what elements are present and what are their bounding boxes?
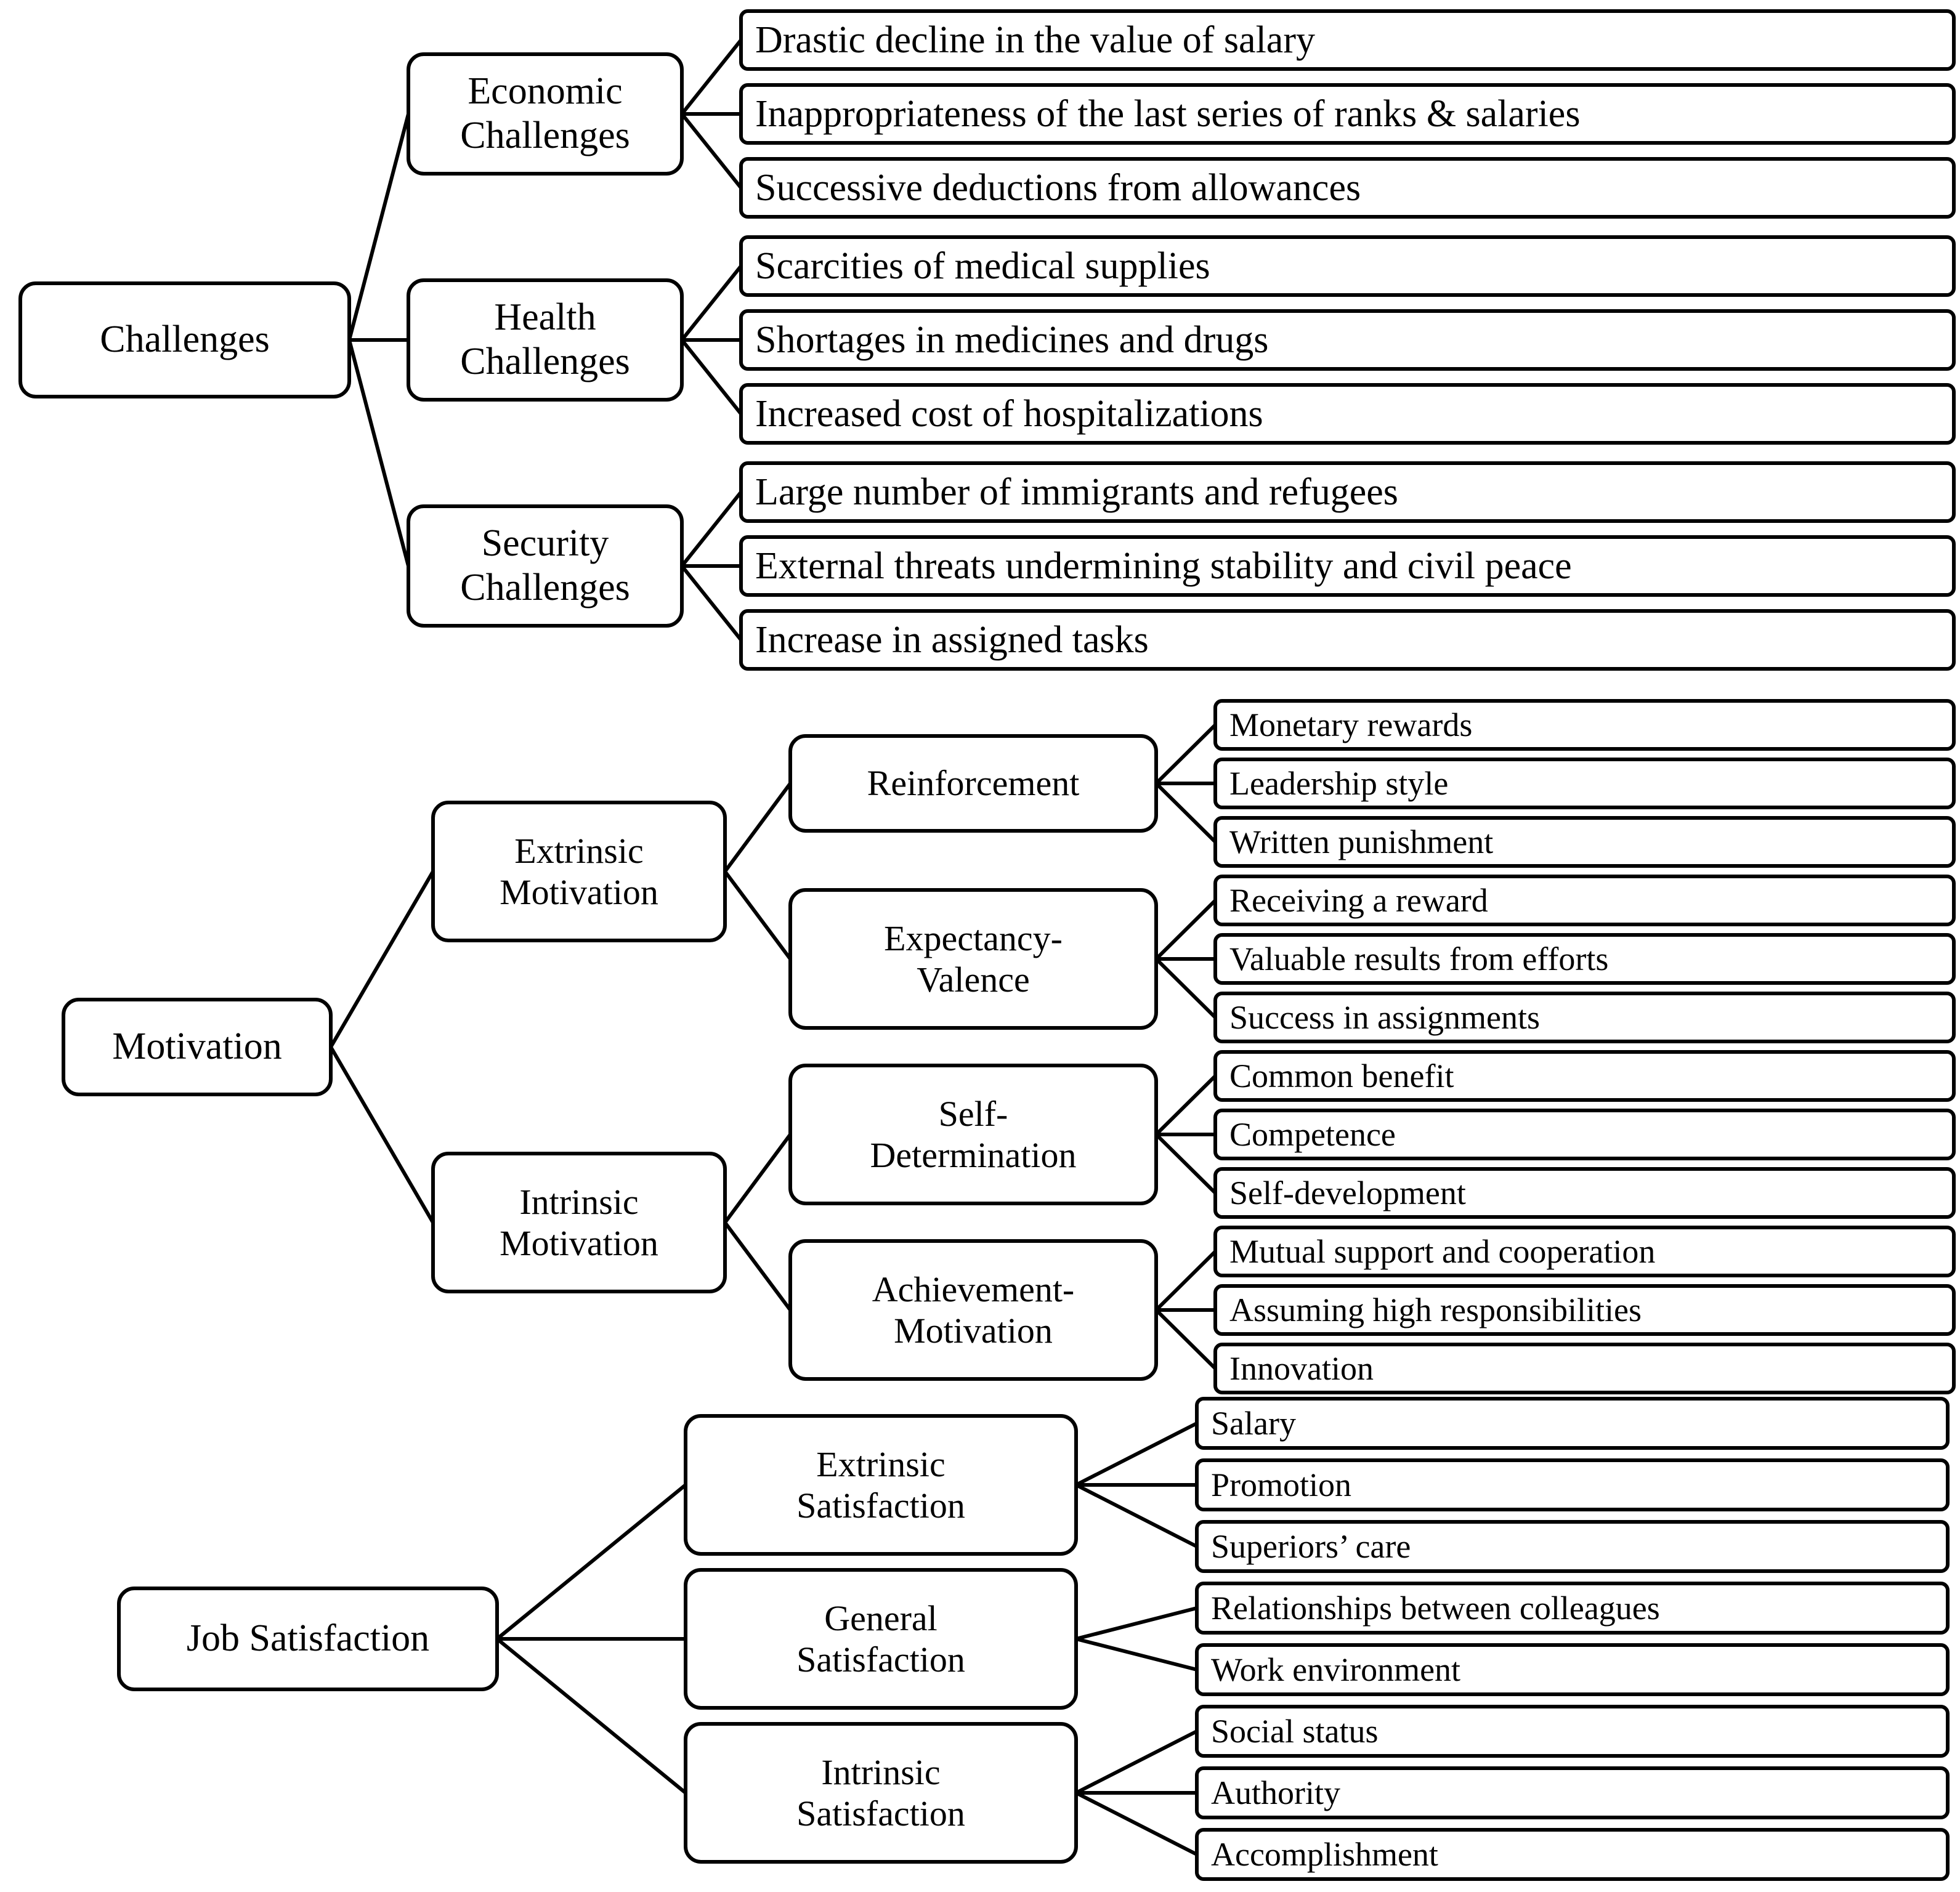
connector-line xyxy=(723,782,792,873)
leaf-inappropriateness-of-the-last-series-of-ranks-sa: Inappropriateness of the last series of … xyxy=(739,83,1956,145)
connector-line xyxy=(680,113,743,189)
node-general-satisfaction: General Satisfaction xyxy=(684,1568,1078,1710)
leaf-innovation: Innovation xyxy=(1213,1343,1956,1394)
connector-line xyxy=(329,870,435,1048)
connector-line xyxy=(1154,1250,1217,1312)
connector-line xyxy=(1154,782,1217,844)
leaf-relationships-between-colleagues: Relationships between colleagues xyxy=(1195,1582,1950,1635)
node-expectancy-valence: Expectancy- Valence xyxy=(788,888,1158,1030)
node-economic-challenges: Economic Challenges xyxy=(407,52,684,176)
leaf-increased-cost-of-hospitalizations: Increased cost of hospitalizations xyxy=(739,383,1956,445)
node-health-challenges: Health Challenges xyxy=(407,278,684,402)
connector-line xyxy=(1154,1074,1217,1136)
node-extrinsic-motivation: Extrinsic Motivation xyxy=(431,801,727,942)
connector-line xyxy=(1075,1606,1197,1641)
leaf-external-threats-undermining-stability-and-civil: External threats undermining stability a… xyxy=(739,535,1956,597)
leaf-success-in-assignments: Success in assignments xyxy=(1213,992,1956,1043)
root-motivation: Motivation xyxy=(62,998,333,1096)
connector-line xyxy=(680,491,743,567)
leaf-common-benefit: Common benefit xyxy=(1213,1050,1956,1102)
connector-line xyxy=(680,339,743,415)
node-reinforcement: Reinforcement xyxy=(788,734,1158,833)
leaf-shortages-in-medicines-and-drugs: Shortages in medicines and drugs xyxy=(739,309,1956,371)
leaf-superiors-care: Superiors’ care xyxy=(1195,1520,1950,1573)
connector-line xyxy=(1075,1791,1198,1856)
node-achievement-motivation: Achievement- Motivation xyxy=(788,1239,1158,1381)
node-extrinsic-satisfaction: Extrinsic Satisfaction xyxy=(684,1414,1078,1556)
leaf-competence: Competence xyxy=(1213,1109,1956,1160)
node-intrinsic-satisfaction: Intrinsic Satisfaction xyxy=(684,1722,1078,1864)
leaf-increase-in-assigned-tasks: Increase in assigned tasks xyxy=(739,609,1956,671)
leaf-leadership-style: Leadership style xyxy=(1213,758,1956,809)
leaf-successive-deductions-from-allowances: Successive deductions from allowances xyxy=(739,157,1956,219)
leaf-monetary-rewards: Monetary rewards xyxy=(1213,699,1956,751)
node-security-challenges: Security Challenges xyxy=(407,504,684,628)
connector-line xyxy=(1154,899,1217,961)
root-job-satisfaction: Job Satisfaction xyxy=(117,1587,499,1691)
connector-line xyxy=(680,265,743,341)
leaf-large-number-of-immigrants-and-refugees: Large number of immigrants and refugees xyxy=(739,461,1956,523)
connector-line xyxy=(680,39,743,115)
connector-line xyxy=(347,113,410,341)
connector-line xyxy=(329,1046,435,1224)
connector-line xyxy=(1154,957,1217,1019)
leaf-scarcities-of-medical-supplies: Scarcities of medical supplies xyxy=(739,235,1956,297)
leaf-written-punishment: Written punishment xyxy=(1213,816,1956,868)
leaf-promotion: Promotion xyxy=(1195,1458,1950,1511)
leaf-authority: Authority xyxy=(1195,1766,1950,1819)
node-self-determination: Self- Determination xyxy=(788,1064,1158,1205)
leaf-assuming-high-responsibilities: Assuming high responsibilities xyxy=(1213,1284,1956,1336)
leaf-salary: Salary xyxy=(1195,1397,1950,1450)
connector-line xyxy=(1154,1133,1217,1195)
connector-line xyxy=(1075,1483,1198,1548)
connector-line xyxy=(496,1637,687,1795)
leaf-mutual-support-and-cooperation: Mutual support and cooperation xyxy=(1213,1226,1956,1277)
connector-line xyxy=(1075,1637,1197,1672)
leaf-self-development: Self-development xyxy=(1213,1167,1956,1219)
leaf-work-environment: Work environment xyxy=(1195,1643,1950,1696)
connector-line xyxy=(347,339,410,567)
connector-line xyxy=(723,1221,792,1311)
connector-line xyxy=(680,565,743,641)
root-challenges: Challenges xyxy=(18,281,351,398)
leaf-drastic-decline-in-the-value-of-salary: Drastic decline in the value of salary xyxy=(739,9,1956,71)
connector-line xyxy=(1075,1421,1198,1487)
connector-line xyxy=(723,870,792,960)
connector-line xyxy=(1154,1308,1217,1370)
leaf-accomplishment: Accomplishment xyxy=(1195,1828,1950,1881)
connector-line xyxy=(496,1483,687,1641)
node-intrinsic-motivation: Intrinsic Motivation xyxy=(431,1152,727,1293)
connector-line xyxy=(723,1133,792,1224)
connector-line xyxy=(1075,1729,1198,1795)
leaf-social-status: Social status xyxy=(1195,1705,1950,1758)
leaf-valuable-results-from-efforts: Valuable results from efforts xyxy=(1213,933,1956,985)
connector-line xyxy=(1154,723,1217,785)
leaf-receiving-a-reward: Receiving a reward xyxy=(1213,875,1956,926)
